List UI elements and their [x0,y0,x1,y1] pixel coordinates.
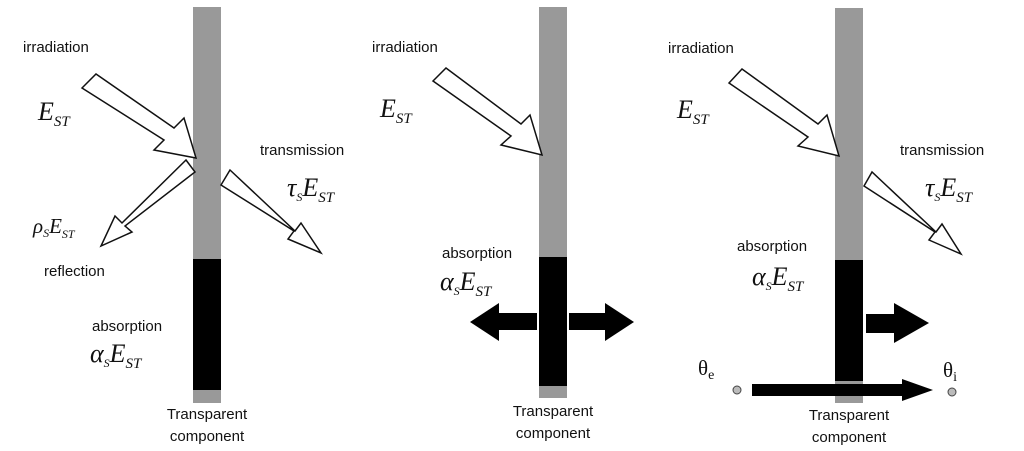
panel-1-transmission-label: transmission [260,142,344,159]
panel-2-component-label-line1: Transparent [513,403,594,420]
panel-2-irradiation-label: irradiation [372,39,438,56]
panel-3-absorption-symbol: αSEST [752,262,805,295]
panel-1-component-label-line2: component [170,428,245,445]
panel-3-heat-transfer-internal: irradiation EST transmission τSEST absor… [668,8,984,446]
panel-1-transmission-symbol: τSEST [287,173,336,206]
panel-3-transmission-symbol: τSEST [925,173,974,206]
panel-2-absorption-symbol: αSEST [440,267,493,300]
panel-2-heat-arrow-left [470,303,537,341]
panel-3-transmission-arrow [862,170,963,256]
panel-1-reflection-arrow [99,158,197,248]
panel-2-component-label-line2: component [516,425,591,442]
panel-1-irradiation-symbol: EST [37,97,71,130]
panel-3-irradiation-label: irradiation [668,40,734,57]
panel-3-theta-i-node [947,387,957,397]
panel-1-transmission-arrow [219,168,324,255]
panel-1-glass-upper [193,7,221,259]
panel-2-absorption-heat-release: irradiation EST absorption αSEST Transpa… [372,7,634,442]
panel-2-glass-lower [539,386,567,398]
panel-3-absorption-label: absorption [737,238,807,255]
panel-2-glass-upper [539,7,567,257]
panel-1-component-label-line1: Transparent [167,406,248,423]
panel-1-reflection-symbol: ρSEST [32,214,76,241]
panel-1-reflection-transmission-absorption: irradiation EST transmission τSEST ρSEST… [23,7,344,445]
panel-1-absorption-symbol: αSEST [90,339,143,372]
panel-3-irradiation-symbol: EST [676,95,710,128]
panel-1-absorption-label: absorption [92,318,162,335]
panel-3-theta-e-node [732,385,742,395]
panel-3-glass-absorbing-zone [835,260,863,381]
panel-2-irradiation-symbol: EST [379,94,413,127]
panel-3-glass-upper [835,8,863,260]
panel-3-component-label-line2: component [812,429,887,446]
panel-1-glass-lower [193,390,221,403]
panel-2-heat-arrow-right [569,303,634,341]
panel-1-irradiation-label: irradiation [23,39,89,56]
panel-2-absorption-label: absorption [442,245,512,262]
panel-3-theta-i-label: θi [943,358,957,385]
panel-1-reflection-label: reflection [44,263,105,280]
panel-1-irradiation-arrow [80,73,198,159]
panel-3-heat-arrow-inward [866,303,929,343]
panel-3-irradiation-arrow [727,68,841,158]
panel-3-temperature-gradient-arrow [752,379,933,401]
panel-3-component-label-line1: Transparent [809,407,890,424]
panel-3-transmission-label: transmission [900,142,984,159]
panel-3-theta-e-label: θe [698,356,714,383]
panel-2-glass-absorbing-zone [539,257,567,386]
panel-1-glass-absorbing-zone [193,259,221,390]
panel-2-irradiation-arrow [431,67,544,157]
